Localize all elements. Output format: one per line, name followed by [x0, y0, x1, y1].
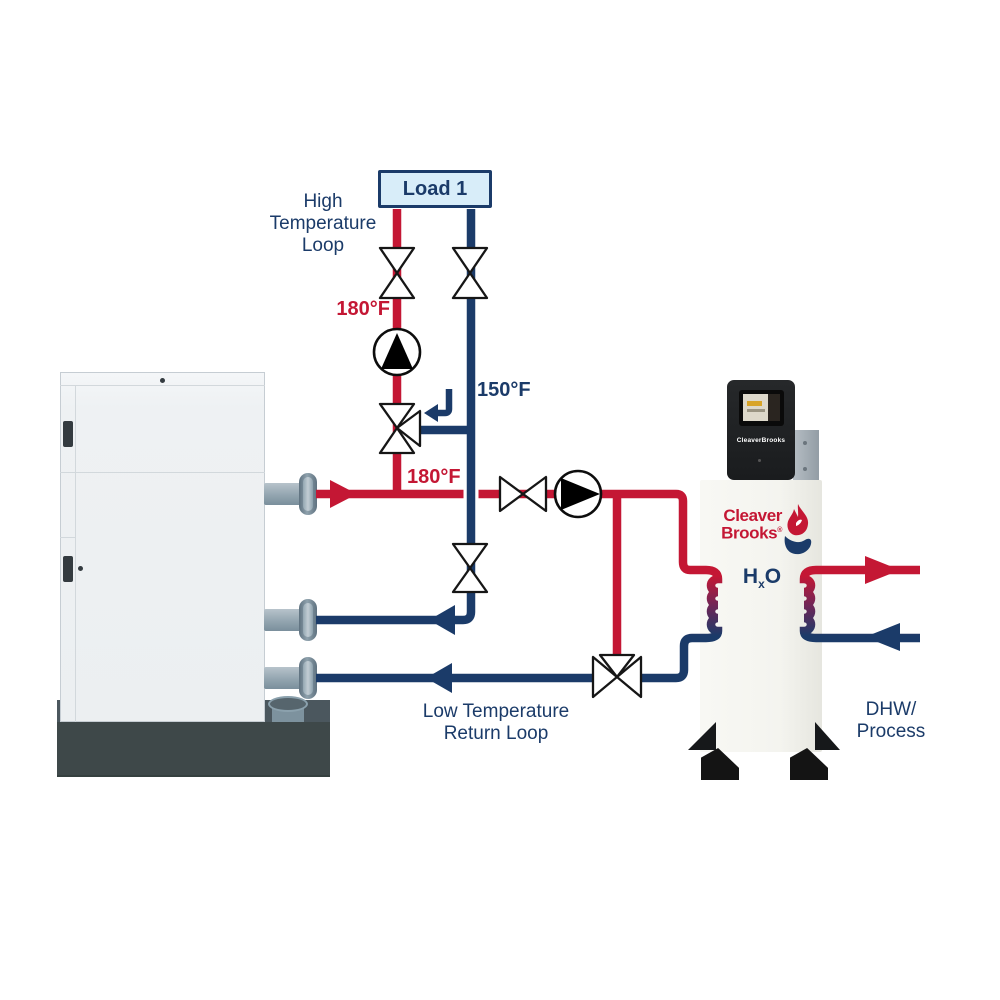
- high-temp-loop-line1: High: [303, 191, 343, 212]
- boiler-panel-line-left: [75, 385, 76, 722]
- boiler-supply-flange-inner: [303, 477, 313, 511]
- flow-arrow-low-return: [426, 663, 452, 693]
- temp-180-supply-label: 180°F: [407, 466, 461, 488]
- screen-content-bar2: [747, 409, 765, 412]
- hx-panel-bracket: [793, 430, 819, 480]
- flow-elbow-indicator: [438, 389, 453, 417]
- screen-content-bar: [747, 401, 762, 406]
- boiler-screw-side: [78, 566, 83, 571]
- registered-mark: ®: [777, 527, 782, 534]
- pump-main-supply: [553, 469, 603, 519]
- shutoff-valve-main-supply: [498, 475, 548, 513]
- three-way-valve-upper: [378, 402, 422, 455]
- pump-load1-loop: [372, 327, 422, 377]
- shutoff-valve-load1-supply: [378, 246, 416, 300]
- bracket-screw-top: [803, 441, 807, 445]
- flow-arrow-boiler-supply: [330, 480, 357, 508]
- brand-line-1: Cleaver: [723, 506, 782, 525]
- boiler-handle-lower: [63, 556, 73, 582]
- hx-panel-brand: CleaverBrooks: [736, 437, 786, 444]
- boiler-panel-line-left-low: [60, 537, 75, 538]
- hx-model-label: HxO: [736, 565, 788, 591]
- low-temp-return-line1: Low Temperature: [422, 701, 570, 722]
- flow-arrow-mid-return: [429, 605, 455, 635]
- boiler-return-flange-mid-inner: [303, 603, 313, 637]
- boiler-supply-stub: [264, 483, 304, 505]
- model-h: H: [742, 565, 759, 588]
- boiler-panel-line-top: [60, 385, 265, 386]
- model-x: x: [758, 577, 765, 592]
- boiler-return-flange-low-inner: [303, 661, 313, 695]
- three-way-valve-lower: [591, 653, 643, 699]
- shutoff-valve-mid-return: [451, 542, 489, 594]
- boiler-drain-opening: [268, 696, 308, 712]
- pipe-primary-loop-and-coil: [316, 489, 723, 683]
- high-temp-loop-label: High Temperature Loop: [262, 191, 384, 257]
- load1-box: Load 1: [378, 170, 492, 208]
- low-temp-return-label: Low Temperature Return Loop: [414, 701, 578, 745]
- boiler-cabinet: [60, 372, 265, 722]
- hx-panel-screen[interactable]: [743, 394, 780, 421]
- flow-elbow-arrowhead: [424, 404, 438, 422]
- high-temp-loop-line2: Temperature: [269, 213, 377, 234]
- flow-arrow-dhw-return: [865, 623, 900, 651]
- hx-foot-left: [701, 748, 739, 780]
- brand-line-2: Brooks®: [721, 523, 782, 543]
- hx-panel-pinhole: [758, 459, 761, 462]
- boiler-return-stub-low: [264, 667, 304, 689]
- pipe-load1-return: [316, 209, 476, 625]
- flow-arrow-dhw-supply: [865, 556, 900, 584]
- boiler-handle-upper: [63, 421, 73, 447]
- screen-content-dark: [768, 394, 780, 421]
- boiler-screw-top: [160, 378, 165, 383]
- dhw-line1: DHW/: [865, 699, 917, 720]
- boiler-panel-line-mid: [60, 472, 265, 473]
- boiler-base: [57, 722, 330, 777]
- model-o: O: [764, 565, 782, 588]
- flame-hand-icon: [784, 504, 812, 555]
- bracket-screw-bottom: [803, 467, 807, 471]
- boiler-return-stub-mid: [264, 609, 304, 631]
- high-temp-loop-line3: Loop: [301, 235, 345, 256]
- hx-brand-wordmark: Cleaver Brooks®: [708, 506, 782, 543]
- shutoff-valve-load1-return: [451, 246, 489, 300]
- temp-180-loop-label: 180°F: [336, 298, 390, 320]
- dhw-process-label: DHW/ Process: [834, 699, 948, 743]
- low-temp-return-line2: Return Loop: [443, 723, 549, 744]
- temp-150-label: 150°F: [477, 379, 531, 401]
- hx-foot-right: [790, 748, 828, 780]
- dhw-line2: Process: [856, 721, 926, 742]
